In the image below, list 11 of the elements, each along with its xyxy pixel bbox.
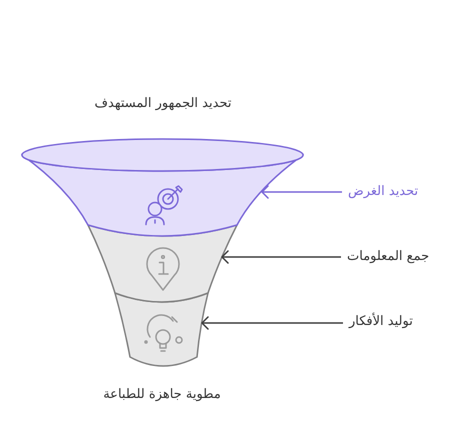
arrow (201, 316, 343, 330)
bottom-caption: مطوية جاهزة للطباعة (103, 387, 221, 403)
stage-label: تحديد الغرض (348, 184, 418, 200)
stage-label: توليد الأفكار (349, 314, 413, 330)
funnel-segment (114, 292, 209, 367)
stage-label: جمع المعلومات (347, 249, 430, 265)
funnel-segment (21, 138, 304, 238)
arrow (261, 185, 342, 199)
funnel-segment (87, 224, 238, 303)
top-caption: تحديد الجمهور المستهدف (94, 96, 232, 112)
arrow (221, 250, 341, 264)
